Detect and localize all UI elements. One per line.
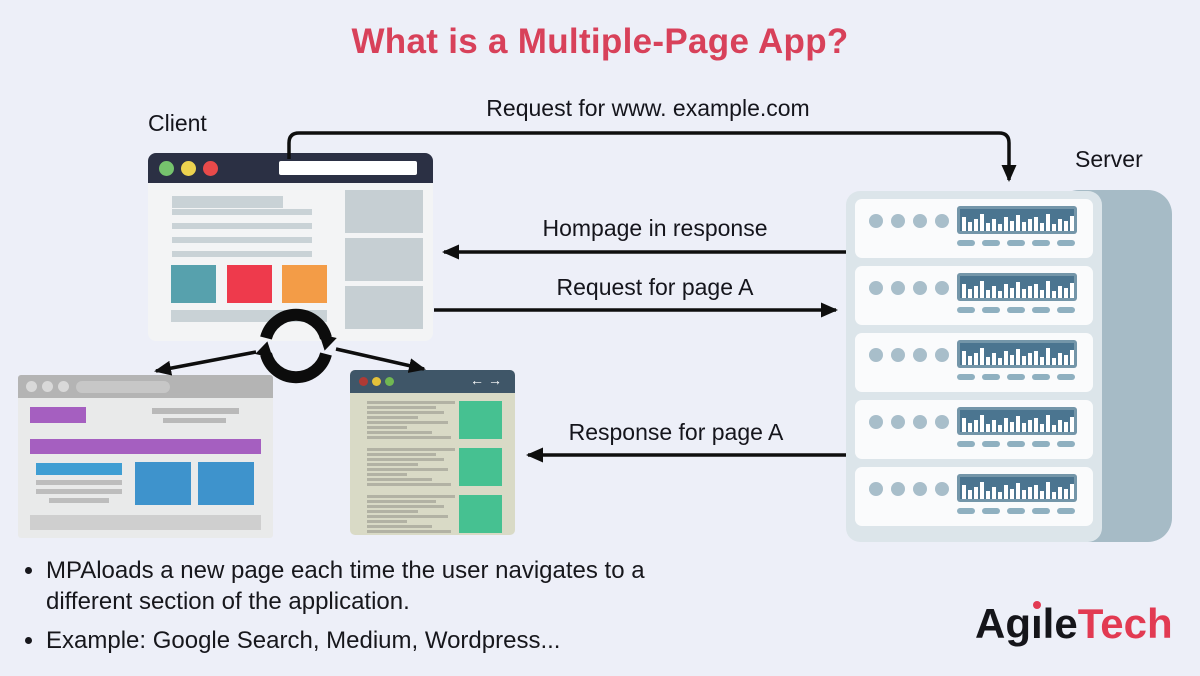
window-control-red-icon bbox=[203, 161, 218, 176]
server-label: Server bbox=[1075, 146, 1143, 172]
server-leds bbox=[869, 281, 949, 295]
blue-image-placeholder bbox=[198, 462, 254, 505]
server-leds bbox=[869, 214, 949, 228]
request-home-label: Request for www. example.com bbox=[486, 95, 810, 121]
server-leds bbox=[869, 415, 949, 429]
server-unit bbox=[855, 467, 1093, 526]
equalizer-panel bbox=[957, 407, 1077, 435]
red-image-placeholder bbox=[227, 265, 272, 303]
green-image-placeholder bbox=[459, 401, 502, 439]
window-control-icon bbox=[58, 381, 69, 392]
reload-left-arrow bbox=[154, 350, 257, 376]
page-title: What is a Multiple-Page App? bbox=[351, 22, 849, 61]
orange-image-placeholder bbox=[282, 265, 327, 303]
client-titlebar bbox=[148, 153, 433, 183]
equalizer-panel bbox=[957, 474, 1077, 502]
url-bar bbox=[279, 161, 417, 175]
response-page-a-label: Response for page A bbox=[568, 419, 784, 445]
middle-window-titlebar: ←→ bbox=[350, 370, 515, 393]
text-placeholder bbox=[152, 408, 239, 414]
server-unit bbox=[855, 400, 1093, 459]
server-vents bbox=[957, 508, 1077, 514]
text-placeholder bbox=[172, 251, 312, 257]
request-page-a-label: Request for page A bbox=[556, 274, 754, 300]
left-window-titlebar bbox=[18, 375, 273, 398]
window-control-green-icon bbox=[385, 377, 394, 386]
server-leds bbox=[869, 482, 949, 496]
sidebar-placeholder bbox=[345, 286, 423, 329]
reload-right-arrow bbox=[335, 347, 426, 373]
server-leds bbox=[869, 348, 949, 362]
text-placeholder bbox=[36, 489, 122, 494]
text-placeholder bbox=[171, 310, 327, 322]
server-vents bbox=[957, 307, 1077, 313]
subheading-placeholder bbox=[36, 463, 122, 475]
equalizer-panel bbox=[957, 273, 1077, 301]
green-image-placeholder bbox=[459, 448, 502, 486]
forward-arrow-icon: → bbox=[488, 372, 506, 388]
server-unit bbox=[855, 199, 1093, 258]
window-control-yellow-icon bbox=[181, 161, 196, 176]
server-vents bbox=[957, 441, 1077, 447]
client-browser-window bbox=[148, 153, 433, 341]
footer-placeholder bbox=[30, 515, 261, 530]
back-arrow-icon: ← bbox=[470, 372, 488, 388]
text-lines-placeholder bbox=[367, 495, 455, 533]
notes-list: MPAloads a new page each time the user n… bbox=[20, 556, 646, 666]
text-lines-placeholder bbox=[367, 401, 455, 439]
note-item: Example: Google Search, Medium, Wordpres… bbox=[46, 626, 646, 657]
text-placeholder bbox=[172, 223, 312, 229]
text-placeholder bbox=[49, 498, 109, 503]
text-placeholder bbox=[163, 418, 226, 423]
server-unit bbox=[855, 266, 1093, 325]
text-placeholder bbox=[36, 480, 122, 485]
sidebar-placeholder bbox=[345, 190, 423, 233]
server-unit bbox=[855, 333, 1093, 392]
url-bar bbox=[76, 381, 170, 393]
green-image-placeholder bbox=[459, 495, 502, 533]
window-control-icon bbox=[42, 381, 53, 392]
window-control-icon bbox=[26, 381, 37, 392]
page-window-middle: ←→ bbox=[350, 370, 515, 535]
equalizer-panel bbox=[957, 206, 1077, 234]
window-control-yellow-icon bbox=[372, 377, 381, 386]
text-placeholder bbox=[172, 237, 312, 243]
server-vents bbox=[957, 374, 1077, 380]
browser-nav: ←→ bbox=[470, 372, 506, 388]
banner-placeholder bbox=[30, 439, 261, 454]
blue-image-placeholder bbox=[135, 462, 191, 505]
logo-placeholder bbox=[30, 407, 86, 423]
teal-image-placeholder bbox=[171, 265, 216, 303]
client-label: Client bbox=[148, 110, 207, 136]
server-rack bbox=[846, 191, 1102, 542]
homepage-response-label: Hompage in response bbox=[542, 215, 768, 241]
text-lines-placeholder bbox=[367, 448, 455, 486]
heading-placeholder bbox=[172, 196, 283, 208]
window-control-red-icon bbox=[359, 377, 368, 386]
server-vents bbox=[957, 240, 1077, 246]
window-control-green-icon bbox=[159, 161, 174, 176]
logo-i-dot-icon bbox=[1033, 601, 1041, 609]
note-item: MPAloads a new page each time the user n… bbox=[46, 556, 646, 617]
page-window-left bbox=[18, 375, 273, 538]
text-placeholder bbox=[172, 209, 312, 215]
sidebar-placeholder bbox=[345, 238, 423, 281]
equalizer-panel bbox=[957, 340, 1077, 368]
